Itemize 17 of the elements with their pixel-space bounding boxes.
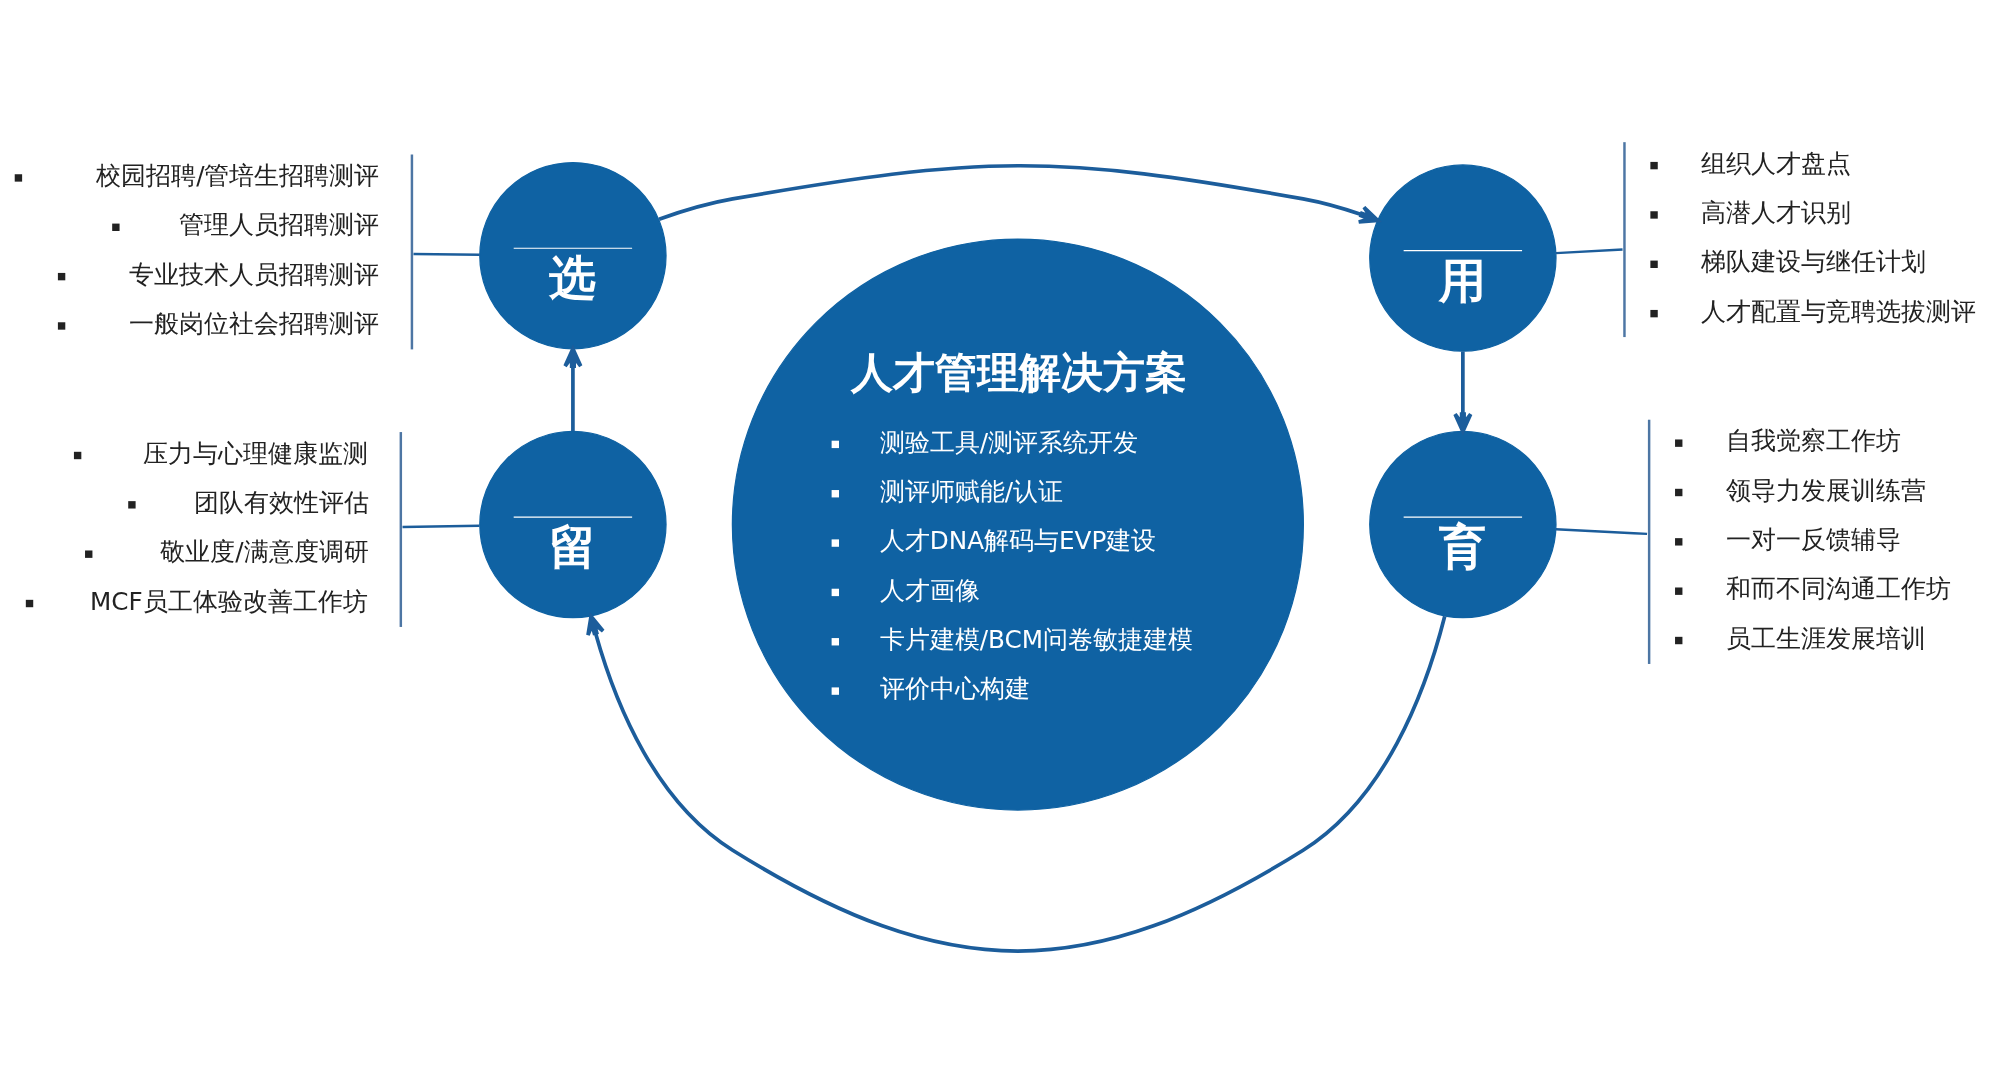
node-text: 压力与心理健康监测 团队有效性评估 敬业度/满意度调研 MCF员工体验改善工作坊 bbox=[89, 438, 369, 616]
node-circle: 人才管理解决方案 测验工具/测评系统开发 测评师赋能/认证 人才DNA解码与EVP建设 人才画像 卡片建模/BCM问卷敏捷建模 评价中心构建 bbox=[731, 238, 1304, 811]
node-circle: 留 bbox=[479, 430, 667, 619]
node-text: 组织人才盘点 高潜人才识别 梯队建设与继任计划 人才配置与竞聘选拔测评 bbox=[1700, 148, 1976, 326]
connector bbox=[1555, 528, 1648, 536]
arrow bbox=[586, 614, 1447, 953]
arrow bbox=[658, 163, 1380, 224]
connector bbox=[413, 252, 480, 256]
connector bbox=[402, 524, 480, 529]
node-circle: 用 bbox=[1369, 164, 1557, 352]
arrow bbox=[1453, 351, 1473, 434]
node-circle: 选 bbox=[479, 161, 667, 350]
arrow bbox=[563, 347, 583, 432]
node-circle: 育 bbox=[1369, 430, 1557, 619]
node-text: 自我觉察工作坊 领导力发展训练营 一对一反馈辅导 和而不同沟通工作坊 员工生涯发展培训 bbox=[1725, 426, 1951, 653]
node-text: 校园招聘/管培生招聘测评 管理人员招聘测评 专业技术人员招聘测评 一般岗位社会招聘测评 bbox=[96, 161, 380, 339]
connector bbox=[1555, 248, 1623, 255]
